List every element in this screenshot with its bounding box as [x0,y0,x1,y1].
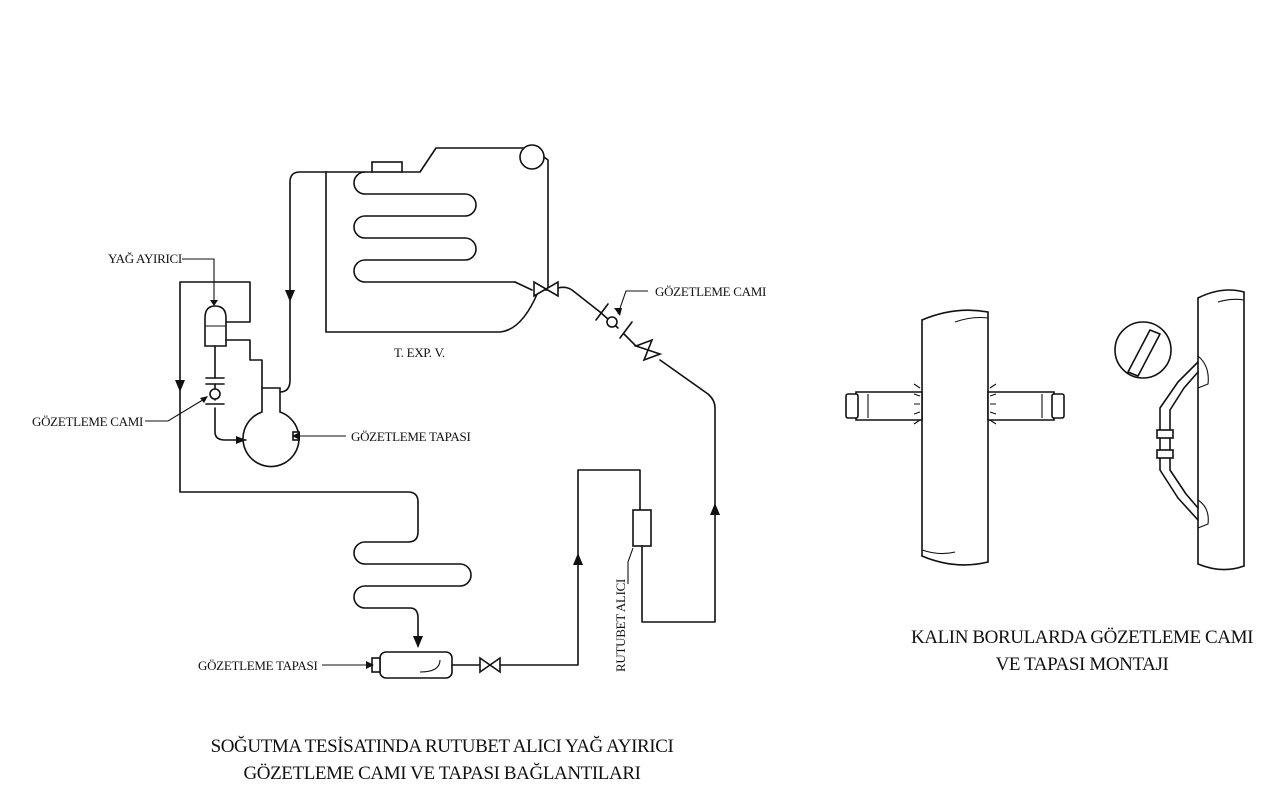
valve-liquid-line [633,338,663,362]
thermal-expansion-valve [533,280,559,298]
suction-line [279,171,327,393]
caption-right-line2: VE TAPASI MONTAJI [996,654,1169,675]
receiver-tank [379,651,453,679]
thick-pipe-detail-side [1114,289,1245,571]
label-texp-valve: T. EXP. V. [394,345,445,360]
drier [632,509,652,547]
refrigeration-circuit: YAĞ AYIRICI GÖZETLEME CAMI GÖZETLEME TAP… [32,144,766,679]
label-drier: RUTUBET ALICI [613,579,628,672]
flow-arrow [285,290,295,302]
evaporator-top [325,147,525,173]
evaporator-fitting [371,161,403,173]
thick-pipe-detail-front [845,309,1065,566]
valve-receiver [479,656,501,674]
label-sight-plug-bottom: GÖZETLEME TAPASI [198,658,317,673]
flow-arrow [413,636,423,648]
compressor [242,387,300,468]
flow-arrow [175,380,185,392]
sight-glass-top [606,316,618,328]
evaporator-box [325,171,539,333]
label-sight-glass-top: GÖZETLEME CAMI [655,284,766,299]
condenser-coil [353,501,472,647]
flow-arrow [710,503,720,515]
sight-glass-left [209,388,221,400]
evaporator-header [519,144,545,170]
caption-left-line2: GÖZETLEME CAMI VE TAPASI BAĞLANTILARI [243,762,640,784]
label-sight-glass-left: GÖZETLEME CAMI [32,414,143,429]
caption-right-line1: KALIN BORULARDA GÖZETLEME CAMI [911,627,1253,648]
label-oil-separator: YAĞ AYIRICI [108,251,182,266]
label-sight-plug-right: GÖZETLEME TAPASI [351,429,470,444]
caption-left-line1: SOĞUTMA TESİSATINDA RUTUBET ALICI YAĞ AY… [211,735,674,757]
flow-arrow [573,553,583,565]
evaporator-coil [353,171,516,283]
